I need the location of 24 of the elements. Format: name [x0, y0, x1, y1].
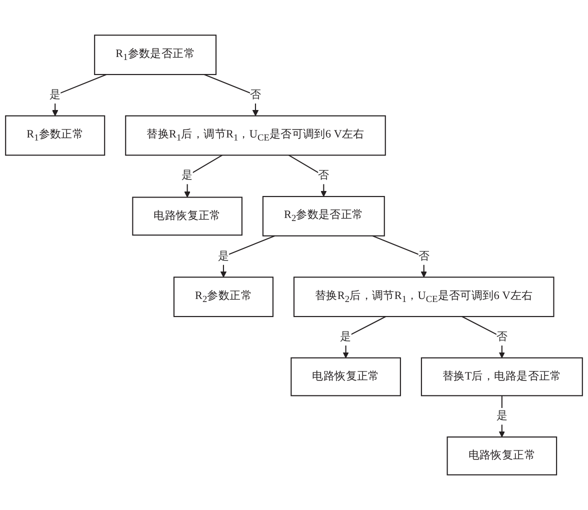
arrow	[462, 316, 505, 358]
node-box: 电路恢复正常	[446, 436, 558, 476]
edge-label: 是	[218, 250, 230, 262]
edge-label: 否	[418, 250, 430, 262]
arrow	[372, 235, 427, 278]
node-box: 替换R$_{1}$后，调节R$_{1}$，U$_{CE}$是否可调到6 V左右	[125, 115, 386, 156]
node-box: 替换T后，电路是否正常	[420, 357, 583, 396]
arrow	[204, 74, 259, 116]
edge-label: 否	[250, 88, 262, 101]
node-box: R$_{1}$参数是否正常	[94, 34, 217, 76]
edge-label: 是	[496, 410, 508, 422]
node-box: 电路恢复正常	[290, 357, 401, 396]
node-box: R$_{2}$参数正常	[173, 276, 274, 318]
node-box: 电路恢复正常	[132, 196, 242, 236]
edge-label: 是	[182, 170, 193, 182]
node-box: R$_{1}$参数正常	[5, 115, 106, 156]
edge-label: 是	[50, 88, 61, 101]
node-box: 替换R$_{2}$后，调节R$_{1}$，U$_{CE}$是否可调到6 V左右	[293, 276, 554, 318]
edge-label: 否	[318, 170, 330, 182]
arrow	[52, 74, 107, 116]
edge-label: 是	[340, 330, 352, 343]
arrow	[288, 154, 327, 197]
node-box: R$_{2}$参数是否正常	[262, 196, 385, 236]
edge-label: 否	[496, 330, 508, 343]
